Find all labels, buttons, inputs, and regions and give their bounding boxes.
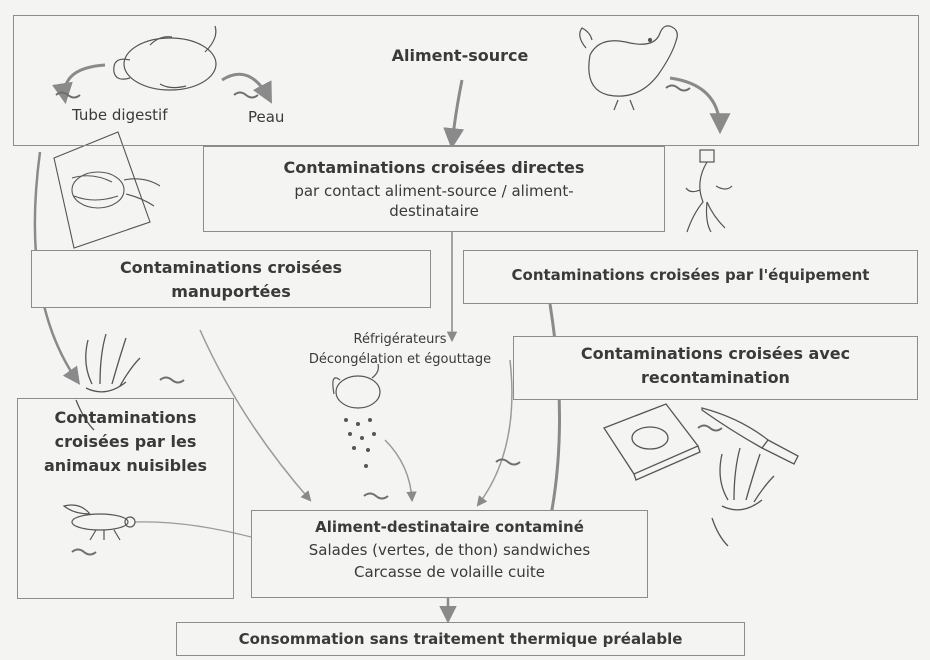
hanging-carcass-illustration xyxy=(685,149,733,233)
pests-line1: Contaminations xyxy=(54,408,197,427)
skin-label: Peau xyxy=(248,108,285,126)
digestive-label: Tube digestif xyxy=(72,106,168,124)
knife-illustration xyxy=(701,407,799,465)
destination-box xyxy=(251,510,648,598)
fridge-line1: Réfrigérateurs xyxy=(353,332,447,347)
direct-title: Contaminations croisées directes xyxy=(283,158,585,177)
dest-line2: Carcasse de volaille cuite xyxy=(353,563,546,581)
source-box xyxy=(13,15,919,146)
dest-title: Aliment-destinataire contaminé xyxy=(315,518,584,536)
direct-line1: par contact aliment-source / aliment- xyxy=(294,182,574,200)
recontamination-box xyxy=(513,336,918,400)
pests-line3: animaux nuisibles xyxy=(43,456,207,475)
pests-line2: croisées par les xyxy=(54,432,197,451)
arrow-recontam-to-dest xyxy=(476,359,513,507)
thawing-chicken-illustration xyxy=(332,363,381,409)
recontam-line2: recontamination xyxy=(641,368,790,387)
consumption-box xyxy=(176,622,745,656)
cutting-board-illustration xyxy=(603,403,701,481)
manual-line1: Contaminations croisées xyxy=(119,258,343,277)
equipment-title: Contaminations croisées par l'équipement xyxy=(511,266,870,284)
cut-chicken-illustration xyxy=(53,131,161,249)
dest-line1: Salades (vertes, de thon) sandwiches xyxy=(308,541,591,559)
arrow-fridge-to-dest xyxy=(384,439,417,503)
recontam-line1: Contaminations croisées avec xyxy=(580,344,851,363)
hand-illustration-right xyxy=(711,447,775,547)
manual-contamination-box xyxy=(31,250,431,308)
consumption-title: Consommation sans traitement thermique p… xyxy=(238,630,683,648)
manual-line2: manuportées xyxy=(171,282,291,301)
drip-drops xyxy=(344,418,376,468)
fridge-line2: Décongélation et égouttage xyxy=(308,352,492,367)
direct-line2: destinataire xyxy=(389,202,479,220)
pests-contamination-box xyxy=(17,398,234,599)
direct-contamination-box xyxy=(203,146,665,232)
source-title: Aliment-source xyxy=(391,46,529,65)
equipment-contamination-box xyxy=(463,250,918,304)
